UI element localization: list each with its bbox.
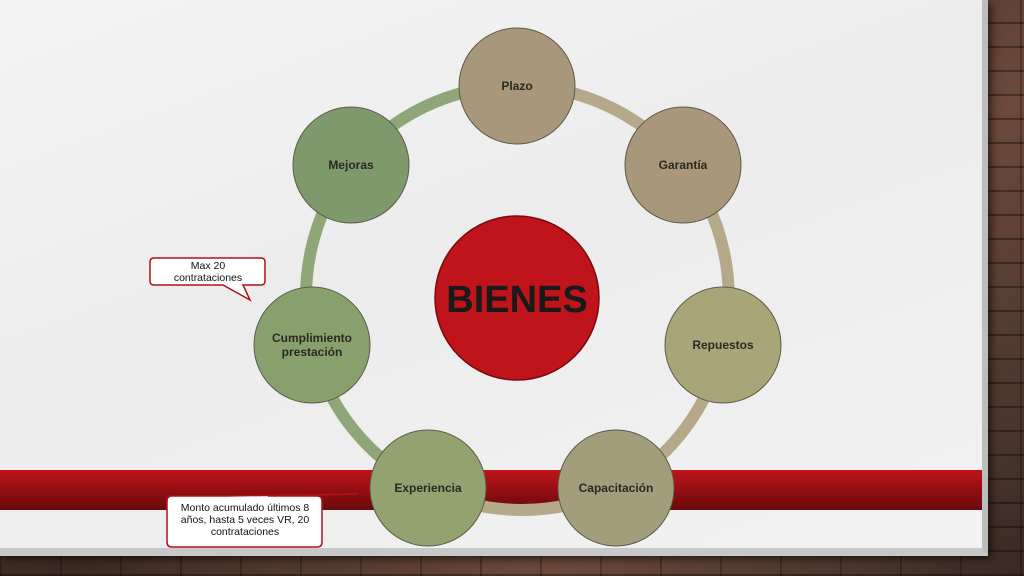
node-repuestos: Repuestos bbox=[664, 286, 782, 404]
node-label: prestación bbox=[282, 345, 343, 359]
node-circle bbox=[369, 429, 487, 547]
node-circle bbox=[253, 286, 371, 404]
node-mejoras: Mejoras bbox=[292, 106, 410, 224]
node-circle bbox=[557, 429, 675, 547]
center-label: BIENES bbox=[446, 279, 587, 321]
callout-experiencia-text: Monto acumulado últimos 8 años, hasta 5 … bbox=[180, 502, 310, 538]
callout-cumplimiento-shape bbox=[149, 257, 266, 302]
node-circle bbox=[624, 106, 742, 224]
node-label: Cumplimiento bbox=[272, 331, 352, 345]
node-label: Plazo bbox=[501, 79, 532, 93]
node-capacitacion: Capacitación bbox=[557, 429, 675, 547]
node-label: Experiencia bbox=[394, 481, 462, 495]
node-garantia: Garantía bbox=[624, 106, 742, 224]
callout-cumplimiento-text: Max 20 contrataciones bbox=[173, 260, 243, 284]
node-experiencia: Experiencia bbox=[369, 429, 487, 547]
node-label: Repuestos bbox=[692, 338, 754, 352]
node-label: Capacitación bbox=[579, 481, 654, 495]
node-circle bbox=[292, 106, 410, 224]
callout-experiencia-shape bbox=[166, 493, 359, 548]
node-plazo: Plazo bbox=[458, 27, 576, 145]
center-node-bienes: BIENES bbox=[434, 215, 600, 381]
node-label: Garantía bbox=[659, 158, 708, 172]
node-label: Mejoras bbox=[328, 158, 374, 172]
node-circle bbox=[458, 27, 576, 145]
cycle-diagram: BIENES PlazoGarantíaRepuestosCapacitació… bbox=[149, 27, 782, 548]
node-circle bbox=[664, 286, 782, 404]
